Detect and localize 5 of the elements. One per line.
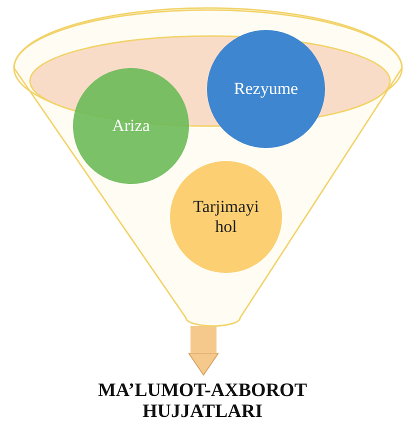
result-heading: MA’LUMOT-AXBOROT HUJJATLARI <box>97 380 308 422</box>
circle-label: Tarjimayi hol <box>192 197 260 237</box>
block-arrow <box>188 326 219 376</box>
circle-label: Ariza <box>112 116 150 136</box>
circle-label: Rezyume <box>234 79 298 99</box>
